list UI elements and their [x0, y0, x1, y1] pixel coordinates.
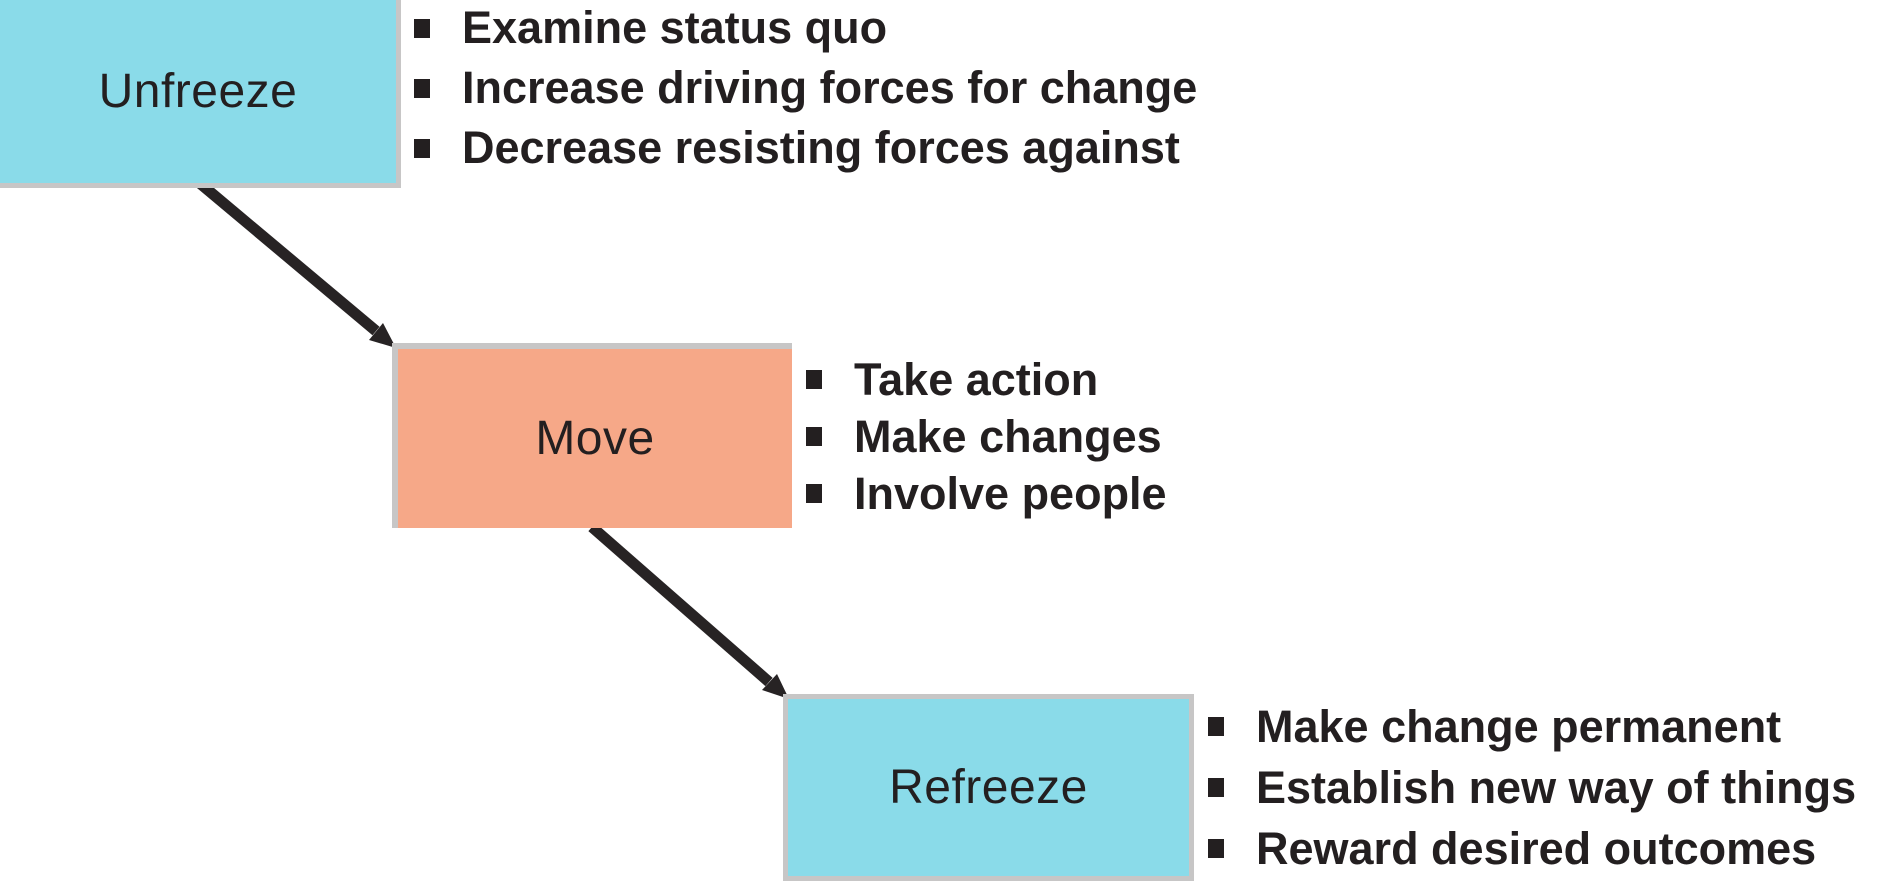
bullet-item: Make change permanent	[1208, 696, 1856, 757]
bullet-text: Increase driving forces for change	[462, 62, 1198, 113]
bullet-text: Establish new way of things	[1256, 761, 1857, 813]
bullet-square-icon	[1208, 717, 1224, 736]
bullet-text: Make change permanent	[1256, 700, 1782, 752]
bullet-item: Involve people	[806, 465, 1167, 522]
stage-label-move: Move	[535, 412, 655, 465]
stage-box-refreeze: Refreeze	[783, 694, 1194, 881]
stage-label-refreeze: Refreeze	[889, 761, 1088, 814]
bullet-item: Establish new way of things	[1208, 757, 1856, 818]
bullet-item: Examine status quo	[414, 0, 1197, 58]
bullet-list-refreeze: Make change permanent Establish new way …	[1208, 696, 1856, 879]
arrow-move-to-refreeze-line	[588, 522, 773, 687]
bullet-text: Involve people	[854, 467, 1167, 519]
stage-label-unfreeze: Unfreeze	[98, 65, 298, 118]
bullet-square-icon	[1208, 778, 1224, 797]
bullet-list-unfreeze: Examine status quo Increase driving forc…	[414, 0, 1197, 178]
bullet-list-move: Take action Make changes Involve people	[806, 351, 1167, 522]
bullet-item: Decrease resisting forces against	[414, 118, 1197, 178]
bullet-text: Reward desired outcomes	[1256, 822, 1817, 874]
bullet-text: Decrease resisting forces against	[462, 122, 1180, 173]
bullet-item: Take action	[806, 351, 1167, 408]
stage-box-unfreeze: Unfreeze	[0, 0, 401, 188]
bullet-square-icon	[1208, 839, 1224, 858]
bullet-square-icon	[806, 427, 822, 446]
bullet-item: Increase driving forces for change	[414, 58, 1197, 118]
bullet-text: Examine status quo	[462, 2, 888, 53]
stage-box-move: Move	[392, 343, 792, 528]
bullet-item: Make changes	[806, 408, 1167, 465]
bullet-text: Make changes	[854, 410, 1162, 462]
bullet-square-icon	[414, 138, 430, 158]
bullet-text: Take action	[854, 353, 1099, 405]
bullet-square-icon	[414, 18, 430, 38]
arrow-unfreeze-to-move-line	[192, 175, 380, 336]
bullet-item: Reward desired outcomes	[1208, 818, 1856, 879]
bullet-square-icon	[806, 484, 822, 503]
bullet-square-icon	[414, 78, 430, 98]
bullet-square-icon	[806, 370, 822, 389]
